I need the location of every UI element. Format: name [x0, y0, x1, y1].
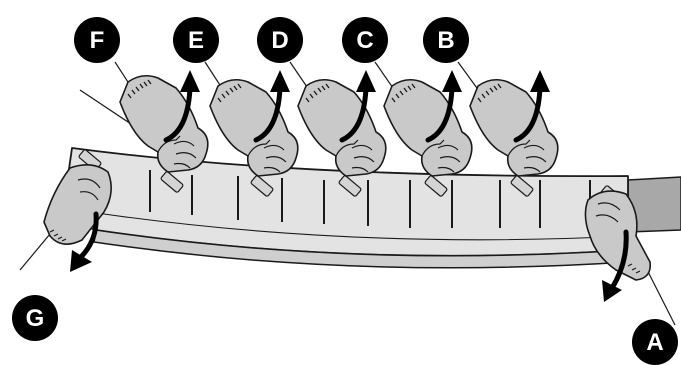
svg-text:B: B	[437, 27, 454, 54]
step-badge-g: G	[12, 295, 58, 341]
curved-arrow-icon	[602, 229, 629, 302]
step-badge-e: E	[173, 17, 219, 63]
step-badge-b: B	[423, 17, 469, 63]
step-badge-f: F	[74, 17, 120, 63]
gloved-hand-icon	[43, 164, 112, 245]
step-badge-c: C	[342, 17, 388, 63]
svg-text:A: A	[646, 329, 663, 356]
gloved-hand-icon	[209, 78, 299, 177]
gloved-hand-icon	[383, 78, 473, 177]
gloved-hand-icon	[297, 78, 387, 177]
svg-text:G: G	[26, 305, 45, 332]
svg-text:C: C	[356, 27, 373, 54]
curved-arrow-icon	[70, 211, 99, 272]
step-badge-a: A	[632, 319, 678, 365]
gloved-hand-icon	[584, 190, 652, 281]
step-badge-d: D	[257, 17, 303, 63]
svg-text:D: D	[271, 27, 288, 54]
svg-text:F: F	[90, 27, 105, 54]
gloved-hand-icon	[469, 78, 559, 177]
svg-text:E: E	[188, 27, 204, 54]
